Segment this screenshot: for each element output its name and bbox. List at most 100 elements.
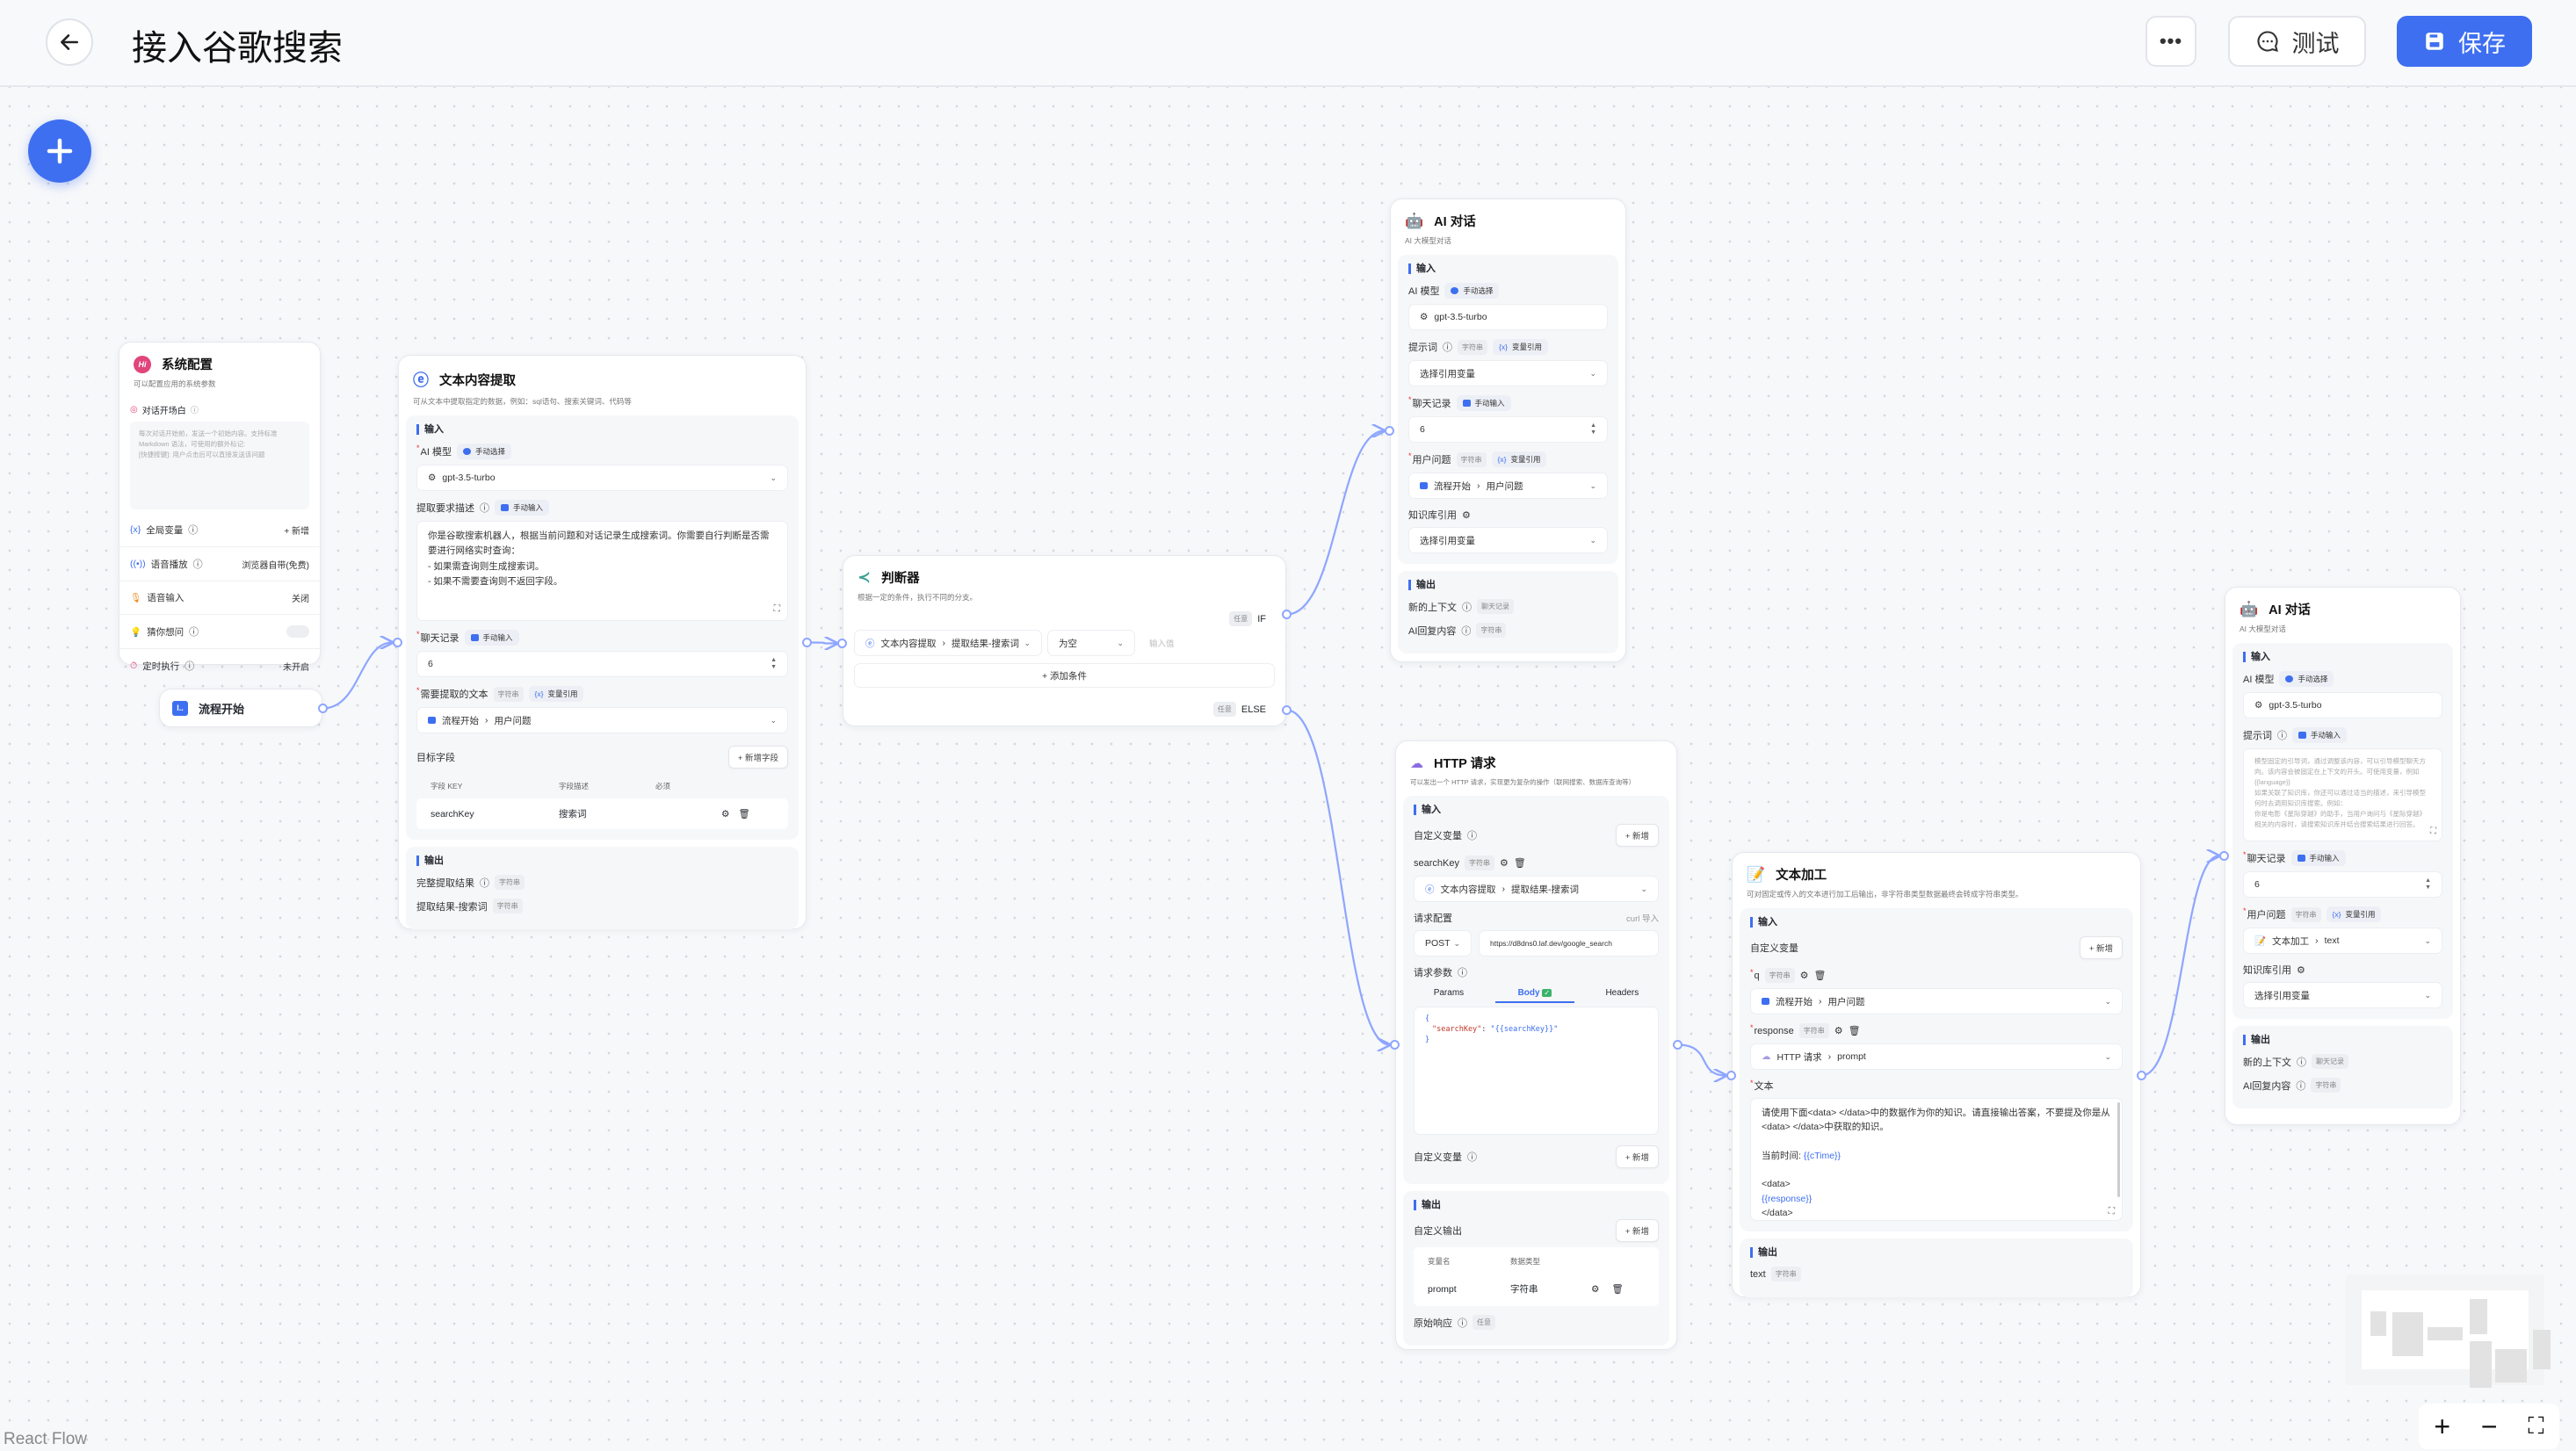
input-handle[interactable]: [837, 639, 847, 648]
prompt-select[interactable]: 选择引用变量⌄: [1408, 360, 1608, 386]
test-button[interactable]: 测试: [2228, 16, 2366, 67]
variable-source-select[interactable]: 流程开始›用户问题⌄: [1750, 988, 2123, 1014]
manual-input-tag[interactable]: 手动输入: [2290, 850, 2346, 866]
tab-params[interactable]: Params: [1433, 988, 1465, 998]
trash-icon[interactable]: 🗑: [1611, 1284, 1624, 1295]
else-output-handle[interactable]: [1282, 705, 1292, 715]
model-select[interactable]: ⚙gpt-3.5-turbo: [2243, 692, 2442, 718]
question-select[interactable]: 📝文本加工›text⌄: [2243, 928, 2442, 954]
edge[interactable]: [1286, 431, 1385, 616]
manual-select-tag[interactable]: 手动选择: [1444, 283, 1500, 299]
add-variable-button[interactable]: + 新增: [1615, 1145, 1659, 1168]
manual-select-tag[interactable]: 手动选择: [2279, 671, 2334, 687]
settings-icon[interactable]: ⚙: [1462, 509, 1471, 521]
back-button[interactable]: [46, 18, 93, 66]
fit-view-icon[interactable]: ⛶: [2528, 1412, 2544, 1439]
tab-body[interactable]: Body ✓: [1494, 985, 1575, 1003]
history-stepper[interactable]: 6▲▼: [2243, 871, 2442, 898]
method-select[interactable]: POST⌄: [1414, 930, 1472, 957]
variable-ref-tag[interactable]: {x}变量引用: [2326, 906, 2382, 922]
body-editor[interactable]: {"searchKey": "{{searchKey}}"}: [1414, 1007, 1659, 1135]
variable-ref-tag[interactable]: {x}变量引用: [1491, 451, 1547, 467]
edge[interactable]: [322, 643, 393, 710]
condition-value-input[interactable]: 输入值: [1149, 639, 1175, 649]
variable-source-select[interactable]: ☁HTTP 请求›prompt⌄: [1750, 1043, 2123, 1070]
settings-icon[interactable]: ⚙: [1834, 1026, 1843, 1036]
more-button[interactable]: •••: [2145, 16, 2196, 67]
history-stepper[interactable]: 6▲▼: [416, 651, 788, 677]
stepper-arrows-icon[interactable]: ▲▼: [771, 657, 777, 670]
add-variable-button[interactable]: + 新增: [2079, 936, 2123, 959]
expand-icon[interactable]: ⛶: [773, 603, 780, 614]
settings-icon[interactable]: ⚙: [1591, 1283, 1600, 1295]
http-request-node[interactable]: ☁HTTP 请求 可以发出一个 HTTP 请求，实现更为复杂的操作（联网搜索、数…: [1390, 740, 1682, 1350]
input-handle[interactable]: [1390, 1040, 1400, 1050]
input-handle[interactable]: [393, 638, 402, 647]
expand-icon[interactable]: ⛶: [2430, 827, 2436, 836]
edge[interactable]: [1286, 709, 1390, 1045]
save-button[interactable]: 保存: [2397, 16, 2532, 67]
kb-select[interactable]: 选择引用变量⌄: [2243, 982, 2442, 1008]
text-template-textarea[interactable]: 请使用下面<data> </data>中的数据作为你的知识。请直接输出答案，不要…: [1750, 1098, 2123, 1221]
flow-start-node[interactable]: I.. 流程开始: [159, 689, 328, 727]
output-handle[interactable]: [318, 704, 328, 713]
add-field-button[interactable]: + 新增字段: [727, 746, 788, 769]
output-handle[interactable]: [1673, 1040, 1682, 1050]
stepper-arrows-icon[interactable]: ▲▼: [2425, 877, 2431, 891]
manual-input-tag[interactable]: 手动输入: [1456, 395, 1511, 411]
input-handle[interactable]: [1726, 1071, 1736, 1080]
react-flow-attribution[interactable]: React Flow: [4, 1430, 88, 1448]
add-global-var-button[interactable]: + 新增: [284, 526, 309, 537]
extract-description-textarea[interactable]: 你是谷歌搜索机器人，根据当前问题和对话记录生成搜索词。你需要自行判断是否需要进行…: [416, 521, 788, 621]
minimap[interactable]: [2346, 1274, 2551, 1388]
zoom-in-icon[interactable]: +: [2434, 1410, 2451, 1442]
welcome-textarea[interactable]: 每次对话开始前，发送一个初始内容。支持标准 Markdown 语法，可使用的额外…: [130, 422, 309, 509]
manual-input-tag[interactable]: 手动输入: [2292, 727, 2348, 743]
guess-toggle[interactable]: [286, 625, 309, 638]
add-condition-button[interactable]: + 添加条件: [854, 663, 1275, 688]
question-select[interactable]: 流程开始›用户问题⌄: [1408, 473, 1608, 499]
prompt-textarea[interactable]: 模型固定的引导词，通过调整该内容，可以引导模型聊天方向。该内容会被固定在上下文的…: [2243, 748, 2442, 841]
text-process-node[interactable]: 📝文本加工 可对固定或传入的文本进行加工后输出，非字符串类型数据最终会转成字符串…: [1726, 852, 2146, 1297]
condition-operator-select[interactable]: 为空⌄: [1047, 630, 1135, 656]
ai-chat-node-1[interactable]: 🤖AI 对话 AI 大模型对话 输入 AI 模型手动选择 ⚙gpt-3.5-tu…: [1385, 199, 1626, 662]
tab-headers[interactable]: Headers: [1605, 988, 1639, 998]
trash-icon[interactable]: 🗑: [738, 809, 750, 819]
output-handle[interactable]: [2137, 1071, 2146, 1080]
zoom-out-icon[interactable]: −: [2480, 1410, 2498, 1442]
model-select[interactable]: ⚙gpt-3.5-turbo: [1408, 304, 1608, 330]
expand-icon[interactable]: ⛶: [2108, 1205, 2115, 1216]
scrollbar[interactable]: [2117, 1102, 2120, 1197]
input-handle[interactable]: [1385, 426, 1394, 436]
add-variable-button[interactable]: + 新增: [1615, 824, 1659, 847]
settings-icon[interactable]: ⚙: [721, 808, 730, 819]
edge[interactable]: [1677, 1043, 1726, 1076]
edge[interactable]: [2141, 856, 2219, 1077]
trash-icon[interactable]: 🗑: [1513, 858, 1526, 869]
settings-icon[interactable]: ⚙: [1499, 858, 1509, 869]
model-select[interactable]: ⚙gpt-3.5-turbo⌄: [416, 465, 788, 491]
manual-input-tag[interactable]: 手动输入: [495, 500, 550, 516]
manual-input-tag[interactable]: 手动输入: [464, 630, 519, 646]
text-source-select[interactable]: 流程开始›用户问题⌄: [416, 707, 788, 733]
settings-icon[interactable]: ⚙: [2297, 964, 2305, 976]
stepper-arrows-icon[interactable]: ▲▼: [1590, 422, 1596, 436]
url-input[interactable]: https://d8dns0.laf.dev/google_search: [1479, 930, 1659, 957]
voice-input-row[interactable]: 🎙语音输入关闭: [119, 581, 320, 615]
history-stepper[interactable]: 6▲▼: [1408, 416, 1608, 443]
ai-chat-node-2[interactable]: 🤖AI 对话 AI 大模型对话 输入 AI 模型手动选择 ⚙gpt-3.5-tu…: [2219, 587, 2461, 1125]
manual-select-tag[interactable]: 手动选择: [456, 444, 511, 459]
variable-ref-tag[interactable]: {x}变量引用: [528, 686, 584, 702]
settings-icon[interactable]: ⚙: [1799, 971, 1809, 981]
kb-select[interactable]: 选择引用变量⌄: [1408, 527, 1608, 553]
trash-icon[interactable]: 🗑: [1848, 1026, 1861, 1036]
input-handle[interactable]: [2219, 851, 2229, 861]
output-handle[interactable]: [802, 638, 812, 647]
variable-ref-tag[interactable]: {x}变量引用: [1493, 339, 1548, 355]
